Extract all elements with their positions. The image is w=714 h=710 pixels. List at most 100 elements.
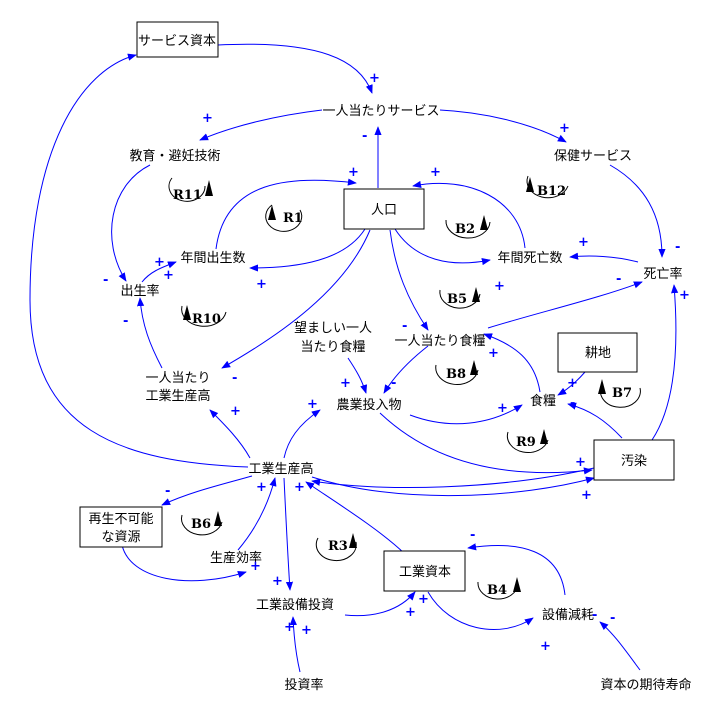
polarity-plus: + (494, 279, 505, 294)
loop-markers: R11 B12 R1 B2 R10 B5 (168, 175, 641, 600)
polarity-plus: + (272, 574, 283, 589)
loop-r10-arrow-icon (183, 305, 191, 320)
loop-b6: B6 (181, 511, 223, 536)
desired-food-label-2: 当たり食糧 (300, 339, 365, 355)
loop-b5-label: B5 (447, 292, 467, 307)
polarity-plus: + (405, 605, 416, 620)
polarity-plus: + (256, 277, 267, 292)
loop-b2-arrow-icon (480, 215, 488, 230)
link-industrial-capital-to-industrial-output (305, 481, 406, 555)
arable-land-label: 耕地 (585, 345, 611, 361)
link-capital-lifetime-to-depreciation (599, 621, 641, 671)
io-per-capita-label-2: 工業生産高 (145, 388, 210, 404)
link-industrial-output-to-pollution (311, 476, 595, 497)
link-arable-land-to-food (557, 371, 586, 396)
population-label: 人口 (371, 203, 397, 218)
link-ag-inputs-to-food (409, 404, 523, 425)
loop-r3: R3 (315, 533, 357, 562)
polarity-plus: + (575, 455, 586, 470)
service-capital-box (136, 21, 219, 58)
service-per-capita-label: 一人当たりサービス (322, 104, 439, 119)
loop-b12-arrow-icon (526, 177, 534, 192)
industrial-capital-label: 工業資本 (399, 564, 451, 580)
link-education-to-birth-rate (111, 164, 151, 282)
capital-lifetime-label: 資本の期待寿命 (600, 677, 691, 693)
loop-r1-arrow-icon (268, 205, 276, 220)
polarity-minus: - (232, 371, 237, 386)
ag-inputs-label: 農業投入物 (336, 397, 401, 413)
loop-b2-label: B2 (455, 222, 475, 237)
loop-r11-arrow-icon (205, 180, 213, 196)
health-services-label: 保健サービス (554, 149, 632, 164)
loop-r3-circle (315, 537, 357, 562)
polarity-plus: + (307, 397, 318, 412)
loop-b5-arrow-icon (472, 287, 480, 302)
arable-land-box (557, 332, 638, 373)
loop-r11-label: R11 (173, 188, 202, 203)
polarity-plus: + (369, 71, 380, 86)
loop-b4-arrow-icon (513, 577, 521, 592)
polarity-minus: - (675, 240, 680, 255)
polarity-plus: + (348, 165, 359, 180)
education-label: 教育・避妊技術 (129, 148, 220, 164)
link-deaths-to-population (412, 180, 526, 249)
polarity-plus: + (581, 488, 592, 503)
loop-b8-circle (435, 364, 479, 385)
loop-r10-circle (181, 305, 227, 327)
pollution-box (593, 439, 675, 481)
loop-r1: R1 (265, 204, 303, 232)
polarity-minus: - (616, 272, 621, 287)
desired-food-label-1: 望ましい一人 (294, 320, 372, 336)
loop-b4-label: B4 (487, 583, 507, 598)
loop-b8-label: B8 (446, 367, 466, 382)
loop-r11-circle (168, 177, 206, 202)
food-per-capita-label: 一人当たり食糧 (394, 333, 485, 349)
variables: 一人当たりサービス 教育・避妊技術 保健サービス 出生率 年間出生数 年間死亡数… (120, 104, 691, 693)
link-io-per-capita-to-birth-rate (137, 297, 163, 369)
link-ag-inputs-to-pollution (379, 412, 593, 475)
polarity-minus: - (470, 528, 475, 543)
nonrenewable-box (79, 506, 163, 548)
polarity-plus: + (578, 235, 589, 250)
link-industrial-capital-to-depreciation (427, 591, 534, 630)
link-population-to-io-per-capita (221, 229, 371, 369)
link-industrial-output-to-investment (283, 477, 294, 591)
polarity-plus: + (567, 376, 578, 391)
industrial-output-label: 工業生産高 (248, 461, 313, 477)
polarity-plus: + (163, 268, 174, 283)
loop-b8: B8 (435, 360, 479, 385)
polarity-plus: + (679, 288, 690, 303)
loop-b6-circle (181, 514, 223, 536)
polarity-plus: + (250, 559, 261, 574)
loop-r9-label: R9 (516, 435, 536, 450)
polarity-minus: - (610, 611, 615, 626)
polarity-minus: - (592, 608, 597, 623)
loop-r9-circle (506, 431, 549, 453)
food-label: 食糧 (530, 393, 556, 409)
industrial-capital-box (383, 550, 466, 592)
polarity-signs: + + + - + + - + + + + + - - + - - + - + … (103, 71, 690, 654)
birth-rate-label: 出生率 (120, 283, 159, 299)
polarity-plus: + (559, 121, 570, 136)
link-desired-food-to-ag-inputs (347, 357, 368, 394)
polarity-plus: + (418, 592, 429, 607)
stocks: サービス資本 人口 耕地 汚染 再生不可能 な資源 工業資本 (79, 21, 675, 592)
link-service-capital-to-service-per-capita (217, 43, 373, 94)
link-health-to-death-rate (609, 164, 666, 258)
polarity-plus: + (256, 480, 267, 495)
link-birth-rate-to-births (141, 261, 177, 283)
link-pollution-to-food (567, 402, 623, 439)
polarity-minus: - (402, 319, 407, 334)
polarity-minus: - (362, 129, 367, 144)
link-industrial-output-to-ag-inputs (283, 409, 321, 459)
polarity-plus: + (230, 404, 241, 419)
polarity-minus: - (165, 484, 170, 499)
investment-rate-label: 投資率 (284, 677, 323, 693)
nonrenewable-label-1: 再生不可能 (88, 512, 153, 527)
polarity-minus: - (103, 273, 108, 288)
link-nonrenewable-to-productivity (121, 544, 247, 582)
loop-r3-label: R3 (328, 539, 348, 554)
link-population-to-food-per-capita (389, 229, 429, 331)
polarity-plus: + (154, 255, 165, 270)
link-depreciation-to-industrial-capital (467, 543, 566, 596)
